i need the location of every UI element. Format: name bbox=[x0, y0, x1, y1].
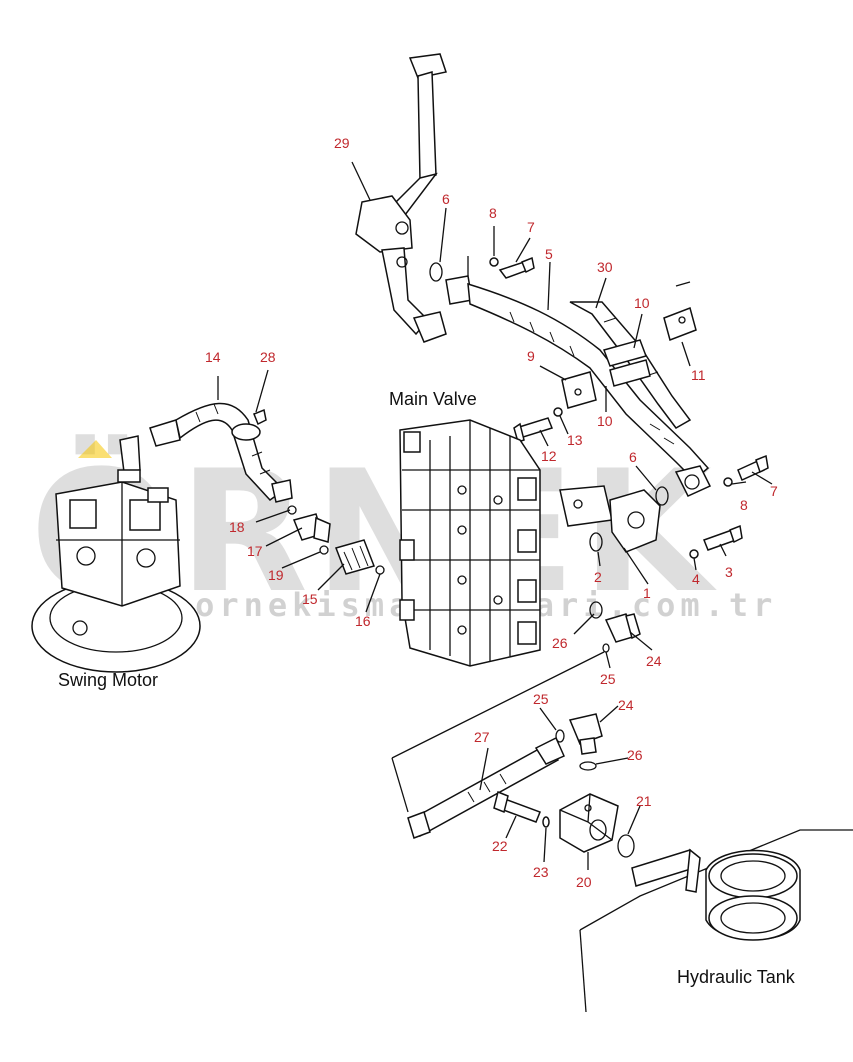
washer-13 bbox=[553, 407, 563, 417]
callout-30: 30 bbox=[597, 259, 613, 275]
flange-fitting-upper-right bbox=[674, 465, 712, 497]
callout-15: 15 bbox=[302, 591, 318, 607]
caption-hydraulic-tank: Hydraulic Tank bbox=[677, 967, 796, 987]
callout-8-right: 8 bbox=[740, 497, 748, 513]
oring-2 bbox=[589, 532, 603, 552]
callout-6-right: 6 bbox=[629, 449, 637, 465]
oring-21 bbox=[617, 834, 635, 858]
hose-14 bbox=[149, 402, 293, 503]
callout-4: 4 bbox=[692, 571, 700, 587]
callout-6-upper: 6 bbox=[442, 191, 450, 207]
callouts: 1 2 3 4 5 6 6 7 7 8 8 9 10 10 11 12 13 1… bbox=[205, 135, 778, 890]
callout-24-lower: 24 bbox=[618, 697, 634, 713]
hydraulic-tank bbox=[579, 829, 853, 1013]
callout-2: 2 bbox=[594, 569, 602, 585]
callout-27: 27 bbox=[474, 729, 490, 745]
swing-motor bbox=[31, 435, 201, 673]
callout-19: 19 bbox=[268, 567, 284, 583]
bolt-7-right bbox=[737, 454, 769, 482]
caption-main-valve: Main Valve bbox=[389, 389, 477, 409]
callout-13: 13 bbox=[567, 432, 583, 448]
oring-6-upper bbox=[429, 262, 443, 282]
callout-5: 5 bbox=[545, 246, 553, 262]
bolt-7-upper bbox=[498, 256, 535, 279]
caption-swing-motor: Swing Motor bbox=[58, 670, 158, 690]
callout-17: 17 bbox=[247, 543, 263, 559]
pipe-29 bbox=[355, 53, 447, 343]
callout-10-upper: 10 bbox=[634, 295, 650, 311]
callout-22: 22 bbox=[492, 838, 508, 854]
callout-7-right: 7 bbox=[770, 483, 778, 499]
oring-26-upper bbox=[589, 601, 603, 619]
oring-6-right bbox=[655, 486, 669, 506]
tube-27 bbox=[391, 651, 605, 839]
washer-23 bbox=[542, 816, 550, 828]
callout-11: 11 bbox=[691, 367, 706, 383]
washer-8-right bbox=[723, 477, 733, 487]
elbow-17 bbox=[292, 513, 331, 543]
callout-14: 14 bbox=[205, 349, 221, 365]
clamp-28 bbox=[231, 408, 267, 441]
clamp-9 bbox=[561, 371, 597, 409]
washer-8-upper bbox=[489, 257, 499, 267]
oring-19 bbox=[319, 545, 329, 555]
callout-12: 12 bbox=[541, 448, 557, 464]
callout-26-lower: 26 bbox=[627, 747, 643, 763]
callout-28: 28 bbox=[260, 349, 276, 365]
bolt-12 bbox=[513, 417, 553, 443]
fitting-24-lower bbox=[568, 713, 603, 755]
fitting-24-upper bbox=[604, 613, 641, 643]
bolt-3 bbox=[703, 524, 743, 551]
callout-21: 21 bbox=[636, 793, 652, 809]
hose-30 bbox=[569, 301, 692, 429]
callout-9: 9 bbox=[527, 348, 535, 364]
callout-1: 1 bbox=[643, 585, 651, 601]
oring-25-lower bbox=[555, 729, 565, 743]
callout-8-upper: 8 bbox=[489, 205, 497, 221]
oring-26-lower bbox=[579, 761, 597, 771]
washer-4 bbox=[689, 549, 699, 559]
callout-26-upper: 26 bbox=[552, 635, 568, 651]
callout-7-upper: 7 bbox=[527, 219, 535, 235]
callout-10-lower: 10 bbox=[597, 413, 613, 429]
oring-18 bbox=[287, 505, 297, 515]
callout-18: 18 bbox=[229, 519, 245, 535]
clamp-11 bbox=[663, 307, 697, 341]
callout-25-upper: 25 bbox=[600, 671, 616, 687]
callout-24-upper: 24 bbox=[646, 653, 662, 669]
main-valve bbox=[399, 419, 541, 667]
leader-lines bbox=[217, 161, 773, 870]
block-20 bbox=[559, 793, 619, 853]
callout-25-lower: 25 bbox=[533, 691, 549, 707]
callout-29: 29 bbox=[334, 135, 350, 151]
callout-16: 16 bbox=[355, 613, 371, 629]
watermark-accent-mark bbox=[78, 440, 112, 458]
callout-20: 20 bbox=[576, 874, 592, 890]
bolt-22 bbox=[493, 790, 541, 823]
flange-1 bbox=[559, 485, 661, 553]
hose-5 bbox=[445, 275, 710, 482]
callout-3: 3 bbox=[725, 564, 733, 580]
oring-25-upper bbox=[602, 643, 610, 653]
callout-23: 23 bbox=[533, 864, 549, 880]
